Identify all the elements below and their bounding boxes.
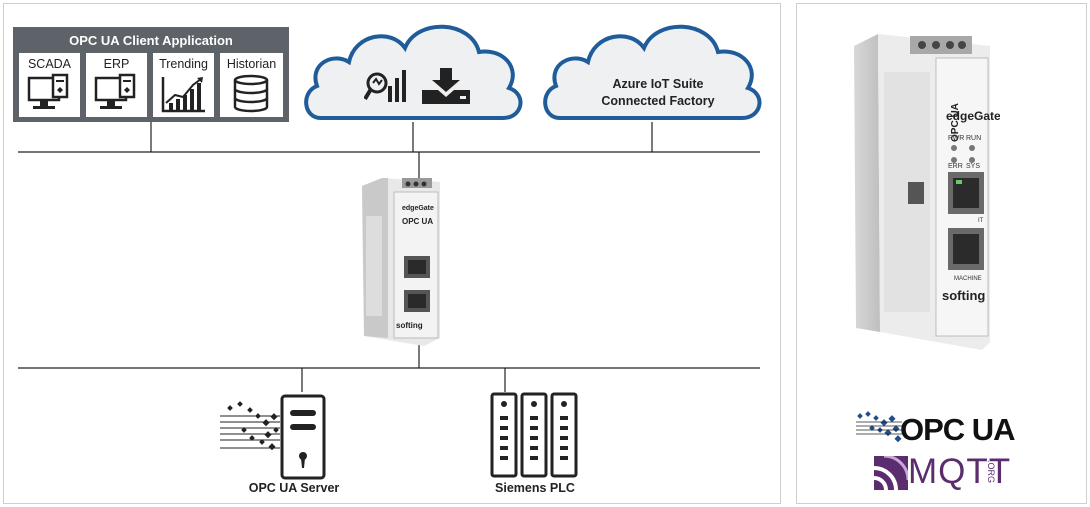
trend-chart-icon [161, 77, 205, 113]
gateway-led-sys: SYS [966, 163, 980, 170]
client-tile-trending: Trending [153, 53, 214, 117]
azure-cloud-label: Azure IoT Suite Connected Factory [578, 76, 738, 110]
client-app-title: OPC UA Client Application [69, 33, 233, 48]
gateway-model-large: edgeGate [946, 109, 1000, 123]
client-tile-label: Trending [159, 57, 208, 71]
analytics-cloud [304, 24, 523, 120]
siemens-plc-label: Siemens PLC [495, 481, 575, 495]
gateway-model-small: edgeGate [402, 205, 434, 212]
gateway-product-small: OPC UA [402, 217, 433, 226]
gateway-led-err: ERR [948, 163, 963, 170]
gateway-brand-large: softing [942, 288, 985, 303]
gateway-port-machine: MACHINE [954, 276, 982, 282]
gateway-product-large: OPC UA [950, 103, 961, 142]
client-tile-label: Historian [226, 57, 277, 71]
gateway-port-it: IT [978, 218, 984, 224]
azure-line-1: Azure IoT Suite [612, 77, 704, 91]
client-tile-historian: Historian [220, 53, 283, 117]
opc-foundation-logo-graphic [856, 411, 902, 443]
monitor-icon [94, 73, 136, 109]
azure-line-2: Connected Factory [601, 94, 715, 108]
azure-cloud [543, 24, 762, 120]
mqtt-logo-graphic [874, 456, 908, 490]
database-icon [233, 74, 269, 113]
client-tile-erp: ERP [86, 53, 147, 117]
edgegate-device-large: edgeGate OPC UA PWR RUN ERR SYS IT MACHI… [854, 34, 1000, 350]
gateway-led-run: RUN [966, 135, 981, 142]
download-icon [422, 68, 470, 104]
mqtt-org-suffix: .ORG [986, 460, 996, 484]
opc-ua-server-label: OPC UA Server [248, 481, 340, 495]
analytics-magnifier-icon [364, 70, 406, 102]
gateway-brand-small: softing [396, 321, 423, 330]
client-tile-scada: SCADA [19, 53, 80, 117]
monitor-icon [27, 73, 69, 109]
client-tile-label: ERP [103, 57, 130, 71]
opc-ua-logo: OPC UA [900, 412, 1016, 447]
opc-ua-client-application: OPC UA Client Application SCADA ERP Tren… [13, 27, 289, 122]
edgegate-device-small: edgeGate OPC UA softing [362, 178, 440, 346]
mqtt-logo: MQTT [908, 452, 1012, 491]
client-tile-label: SCADA [27, 57, 72, 71]
siemens-plc-icon [490, 392, 578, 478]
opc-ua-server-icon [220, 394, 326, 480]
gateway-led-pwr: PWR [948, 135, 964, 142]
